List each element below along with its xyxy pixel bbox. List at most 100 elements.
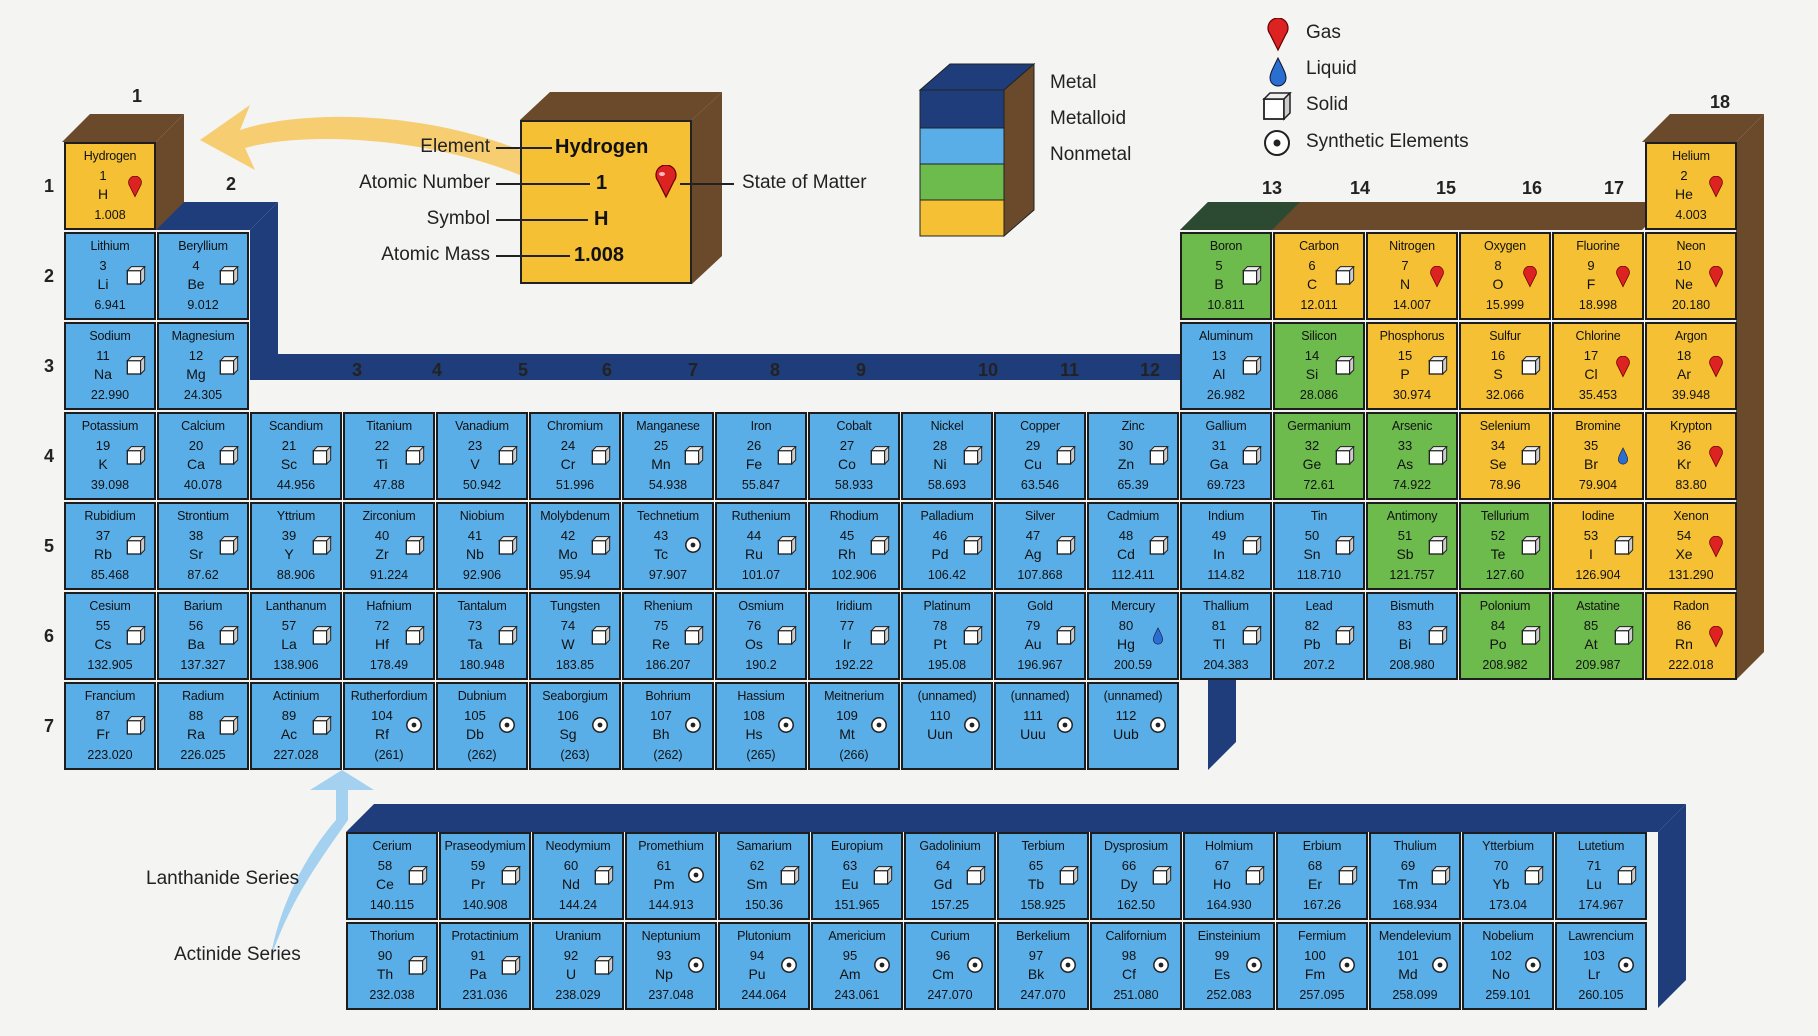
element-cell-xe[interactable]: Xenon54Xe131.290 [1645, 502, 1737, 590]
element-cell-os[interactable]: Osmium76Os190.2 [715, 592, 807, 680]
element-cell-o[interactable]: Oxygen8O15.999 [1459, 232, 1551, 320]
element-cell-tb[interactable]: Terbium65Tb158.925 [997, 832, 1089, 920]
element-cell-zr[interactable]: Zirconium40Zr91.224 [343, 502, 435, 590]
element-cell-md[interactable]: Mendelevium101Md258.099 [1369, 922, 1461, 1010]
element-cell-lr[interactable]: Lawrencium103Lr260.105 [1555, 922, 1647, 1010]
element-cell-ga[interactable]: Gallium31Ga69.723 [1180, 412, 1272, 500]
element-cell-pa[interactable]: Protactinium91Pa231.036 [439, 922, 531, 1010]
element-cell-fr[interactable]: Francium87Fr223.020 [64, 682, 156, 770]
element-cell-cf[interactable]: Californium98Cf251.080 [1090, 922, 1182, 1010]
element-cell-ba[interactable]: Barium56Ba137.327 [157, 592, 249, 680]
element-cell-au[interactable]: Gold79Au196.967 [994, 592, 1086, 680]
element-cell-b[interactable]: Boron5B10.811 [1180, 232, 1272, 320]
element-cell-ag[interactable]: Silver47Ag107.868 [994, 502, 1086, 590]
element-cell-pu[interactable]: Plutonium94Pu244.064 [718, 922, 810, 1010]
element-cell-nb[interactable]: Niobium41Nb92.906 [436, 502, 528, 590]
element-cell-yb[interactable]: Ytterbium70Yb173.04 [1462, 832, 1554, 920]
element-cell-ir[interactable]: Iridium77Ir192.22 [808, 592, 900, 680]
element-cell-rb[interactable]: Rubidium37Rb85.468 [64, 502, 156, 590]
element-cell-hf[interactable]: Hafnium72Hf178.49 [343, 592, 435, 680]
element-cell-bi[interactable]: Bismuth83Bi208.980 [1366, 592, 1458, 680]
element-cell-pd[interactable]: Palladium46Pd106.42 [901, 502, 993, 590]
element-cell-ca[interactable]: Calcium20Ca40.078 [157, 412, 249, 500]
element-cell-as[interactable]: Arsenic33As74.922 [1366, 412, 1458, 500]
element-cell-li[interactable]: Lithium3Li6.941 [64, 232, 156, 320]
element-cell-na[interactable]: Sodium11Na22.990 [64, 322, 156, 410]
element-cell-np[interactable]: Neptunium93Np237.048 [625, 922, 717, 1010]
element-cell-th[interactable]: Thorium90Th232.038 [346, 922, 438, 1010]
element-cell-sr[interactable]: Strontium38Sr87.62 [157, 502, 249, 590]
element-cell-hg[interactable]: Mercury80Hg200.59 [1087, 592, 1179, 680]
element-cell-tm[interactable]: Thulium69Tm168.934 [1369, 832, 1461, 920]
element-cell-sb[interactable]: Antimony51Sb121.757 [1366, 502, 1458, 590]
element-cell-ni[interactable]: Nickel28Ni58.693 [901, 412, 993, 500]
element-cell-ta[interactable]: Tantalum73Ta180.948 [436, 592, 528, 680]
element-cell-co[interactable]: Cobalt27Co58.933 [808, 412, 900, 500]
element-cell-rn[interactable]: Radon86Rn222.018 [1645, 592, 1737, 680]
element-cell-n[interactable]: Nitrogen7N14.007 [1366, 232, 1458, 320]
element-cell-sc[interactable]: Scandium21Sc44.956 [250, 412, 342, 500]
element-cell-no[interactable]: Nobelium102No259.101 [1462, 922, 1554, 1010]
element-cell-he[interactable]: Helium2He4.003 [1645, 142, 1737, 230]
element-cell-er[interactable]: Erbium68Er167.26 [1276, 832, 1368, 920]
element-cell-uun[interactable]: (unnamed)110Uun [901, 682, 993, 770]
element-cell-cd[interactable]: Cadmium48Cd112.411 [1087, 502, 1179, 590]
element-cell-uuu[interactable]: (unnamed)111Uuu [994, 682, 1086, 770]
element-cell-uub[interactable]: (unnamed)112Uub [1087, 682, 1179, 770]
element-cell-sn[interactable]: Tin50Sn118.710 [1273, 502, 1365, 590]
element-cell-cu[interactable]: Copper29Cu63.546 [994, 412, 1086, 500]
element-cell-bh[interactable]: Bohrium107Bh(262) [622, 682, 714, 770]
element-cell-cr[interactable]: Chromium24Cr51.996 [529, 412, 621, 500]
element-cell-rh[interactable]: Rhodium45Rh102.906 [808, 502, 900, 590]
element-cell-sg[interactable]: Seaborgium106Sg(263) [529, 682, 621, 770]
element-cell-al[interactable]: Aluminum13Al26.982 [1180, 322, 1272, 410]
element-cell-k[interactable]: Potassium19K39.098 [64, 412, 156, 500]
element-cell-p[interactable]: Phosphorus15P30.974 [1366, 322, 1458, 410]
element-cell-fe[interactable]: Iron26Fe55.847 [715, 412, 807, 500]
element-cell-cm[interactable]: Curium96Cm247.070 [904, 922, 996, 1010]
element-cell-c[interactable]: Carbon6C12.011 [1273, 232, 1365, 320]
element-cell-rf[interactable]: Rutherfordium104Rf(261) [343, 682, 435, 770]
element-cell-at[interactable]: Astatine85At209.987 [1552, 592, 1644, 680]
element-cell-la[interactable]: Lanthanum57La138.906 [250, 592, 342, 680]
element-cell-cl[interactable]: Chlorine17Cl35.453 [1552, 322, 1644, 410]
element-cell-ne[interactable]: Neon10Ne20.180 [1645, 232, 1737, 320]
element-cell-y[interactable]: Yttrium39Y88.906 [250, 502, 342, 590]
element-cell-h[interactable]: Hydrogen1H1.008 [64, 142, 156, 230]
element-cell-bk[interactable]: Berkelium97Bk247.070 [997, 922, 1089, 1010]
element-cell-mt[interactable]: Meitnerium109Mt(266) [808, 682, 900, 770]
element-cell-si[interactable]: Silicon14Si28.086 [1273, 322, 1365, 410]
element-cell-po[interactable]: Polonium84Po208.982 [1459, 592, 1551, 680]
element-cell-ac[interactable]: Actinium89Ac227.028 [250, 682, 342, 770]
element-cell-fm[interactable]: Fermium100Fm257.095 [1276, 922, 1368, 1010]
element-cell-pm[interactable]: Promethium61Pm144.913 [625, 832, 717, 920]
element-cell-u[interactable]: Uranium92U238.029 [532, 922, 624, 1010]
element-cell-sm[interactable]: Samarium62Sm150.36 [718, 832, 810, 920]
element-cell-ar[interactable]: Argon18Ar39.948 [1645, 322, 1737, 410]
element-cell-dy[interactable]: Dysprosium66Dy162.50 [1090, 832, 1182, 920]
element-cell-am[interactable]: Americium95Am243.061 [811, 922, 903, 1010]
element-cell-pr[interactable]: Praseodymium59Pr140.908 [439, 832, 531, 920]
element-cell-ru[interactable]: Ruthenium44Ru101.07 [715, 502, 807, 590]
element-cell-eu[interactable]: Europium63Eu151.965 [811, 832, 903, 920]
element-cell-lu[interactable]: Lutetium71Lu174.967 [1555, 832, 1647, 920]
element-cell-hs[interactable]: Hassium108Hs(265) [715, 682, 807, 770]
element-cell-mg[interactable]: Magnesium12Mg24.305 [157, 322, 249, 410]
element-cell-zn[interactable]: Zinc30Zn65.39 [1087, 412, 1179, 500]
element-cell-db[interactable]: Dubnium105Db(262) [436, 682, 528, 770]
element-cell-v[interactable]: Vanadium23V50.942 [436, 412, 528, 500]
element-cell-cs[interactable]: Cesium55Cs132.905 [64, 592, 156, 680]
element-cell-tl[interactable]: Thallium81Tl204.383 [1180, 592, 1272, 680]
element-cell-se[interactable]: Selenium34Se78.96 [1459, 412, 1551, 500]
element-cell-ti[interactable]: Titanium22Ti47.88 [343, 412, 435, 500]
element-cell-be[interactable]: Beryllium4Be9.012 [157, 232, 249, 320]
element-cell-nd[interactable]: Neodymium60Nd144.24 [532, 832, 624, 920]
element-cell-ce[interactable]: Cerium58Ce140.115 [346, 832, 438, 920]
element-cell-es[interactable]: Einsteinium99Es252.083 [1183, 922, 1275, 1010]
element-cell-pt[interactable]: Platinum78Pt195.08 [901, 592, 993, 680]
element-cell-re[interactable]: Rhenium75Re186.207 [622, 592, 714, 680]
element-cell-gd[interactable]: Gadolinium64Gd157.25 [904, 832, 996, 920]
element-cell-f[interactable]: Fluorine9F18.998 [1552, 232, 1644, 320]
element-cell-kr[interactable]: Krypton36Kr83.80 [1645, 412, 1737, 500]
element-cell-br[interactable]: Bromine35Br79.904 [1552, 412, 1644, 500]
